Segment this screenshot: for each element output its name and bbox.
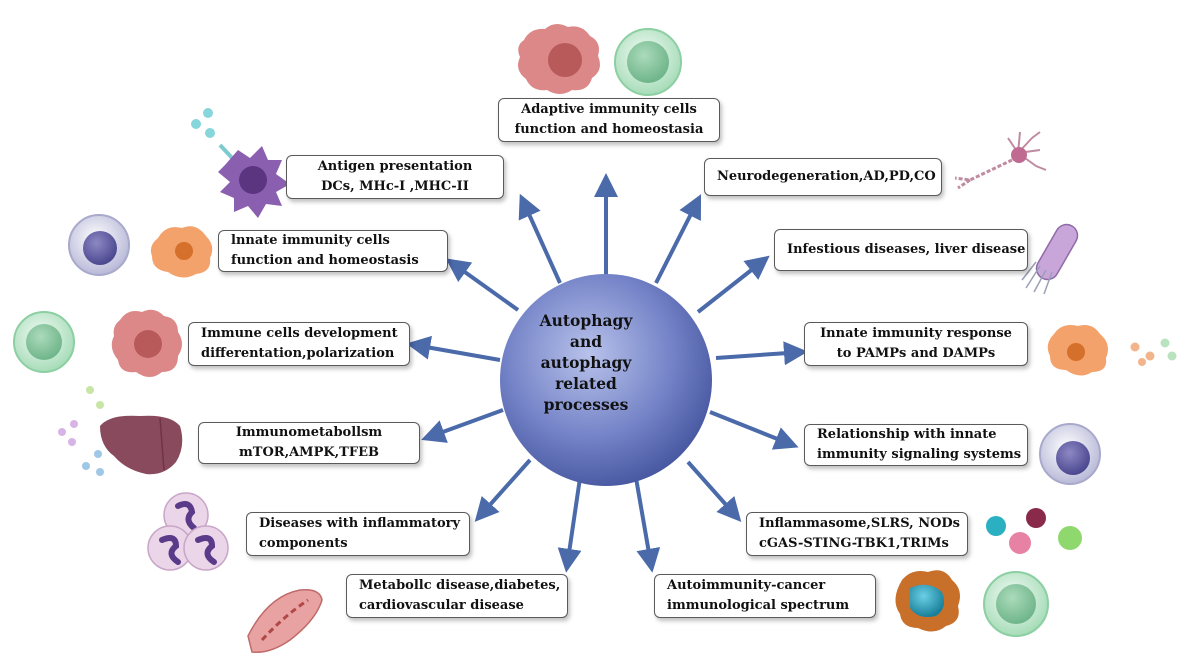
box-line: Inflammasome,SLRS, NODs: [759, 516, 960, 531]
molecule-balls-icon: [986, 508, 1082, 554]
box-line: to PAMPs and DAMPs: [836, 346, 996, 361]
box-line: Immunometabollsm: [235, 425, 383, 440]
box-line: Diseases with inflammatory: [259, 516, 461, 531]
box-line: Antigen presentation: [317, 159, 473, 174]
hub-line: Autophagy: [539, 311, 633, 330]
box-line: Relationship with innate: [817, 427, 997, 442]
cancer-cell-icon: [111, 309, 182, 377]
box-line: cardiovascular disease: [359, 598, 524, 613]
hub-line: autophagy: [540, 353, 632, 372]
box-line: differentation,polarization: [201, 346, 395, 361]
autoimmunity-cancer-box: Autoimmunity-cancer immunological spectr…: [654, 574, 876, 618]
arrow-development: [406, 335, 501, 362]
box-line: DCs, MHc-I ,MHC-II: [321, 179, 469, 194]
neurodegeneration-box: Neurodegeneration,AD,PD,CO: [704, 158, 942, 196]
blood-vessel-icon: [247, 588, 323, 653]
box-line: mTOR,AMPK,TFEB: [239, 445, 379, 460]
hub-line: and: [569, 332, 603, 351]
inflammasome-box: Inflammasome,SLRS, NODs cGAS-STING-TBK1,…: [746, 512, 968, 556]
immune-development-box: Immune cells development differentation,…: [188, 322, 410, 366]
arrow-signaling: [709, 410, 799, 450]
box-line: cGAS-STING-TBK1,TRIMs: [759, 536, 949, 551]
molecule-balls-icon: [1130, 338, 1177, 366]
box-line: Immune cells development: [201, 326, 398, 341]
monocyte-icon: [1039, 423, 1101, 485]
macrophage-icon: [150, 226, 213, 278]
hub-line: related: [555, 374, 617, 393]
arrow-inflammatory: [474, 458, 532, 522]
box-line: immunity signaling systems: [817, 447, 1022, 462]
innate-signaling-box: Relationship with innate immunity signal…: [804, 424, 1028, 466]
box-line: Adaptive immunity cells: [521, 102, 697, 117]
arrow-autoimmunity: [634, 477, 661, 573]
macrophage-icon: [1047, 325, 1108, 376]
adaptive-immunity-box: Adaptive immunity cells function and hom…: [498, 98, 720, 142]
box-line: Autoimmunity-cancer: [667, 578, 826, 593]
immunometabolism-box: Immunometabollsm mTOR,AMPK,TFEB: [198, 422, 420, 464]
molecule-balls-icon: [58, 386, 104, 476]
antigen-presentation-box: Antigen presentation DCs, MHc-I ,MHC-II: [286, 155, 504, 199]
innate-immunity-cells-box: lnnate immunity cells function and homeo…: [218, 230, 448, 272]
arrow-pamps: [715, 341, 808, 366]
lymphocyte-icon: [13, 311, 75, 373]
cancer-cell-icon: [518, 23, 600, 94]
autophagy-hub-label: Autophagy and autophagy related processe…: [486, 310, 686, 415]
pamps-damps-box: Innate immunity response to PAMPs and DA…: [804, 322, 1028, 366]
box-line: function and homeostasis: [231, 253, 419, 268]
box-line: Innate immunity response: [820, 326, 1012, 341]
monocyte-icon: [68, 214, 130, 276]
box-line: Metabollc disease,diabetes,: [359, 578, 561, 593]
neutrophil-icon: [147, 492, 229, 571]
box-line: Infestious diseases, liver disease: [787, 242, 1026, 257]
arrow-neuro: [654, 194, 702, 284]
box-line: lnnate immunity cells: [231, 233, 390, 248]
arrow-inflammasome: [686, 460, 742, 522]
box-line: immunological spectrum: [667, 598, 850, 613]
box-line: function and homeostasia: [514, 122, 704, 137]
arrow-innate-cells: [445, 258, 520, 312]
dendritic-cell-icon: [191, 108, 290, 218]
hub-line: processes: [543, 395, 629, 414]
metabolic-disease-box: Metabollc disease,diabetes, cardiovascul…: [346, 574, 568, 618]
lymphocyte-icon: [983, 571, 1049, 637]
autophagy-hub: [500, 274, 712, 486]
inflammatory-diseases-box: Diseases with inflammatory components: [246, 512, 470, 556]
arrow-antigen: [518, 193, 562, 284]
bacteria-icon: [1021, 223, 1079, 295]
box-line: Neurodegeneration,AD,PD,CO: [717, 169, 936, 184]
lymphocyte-icon: [614, 28, 682, 96]
box-line: components: [259, 536, 348, 551]
arrow-infectious: [696, 255, 770, 314]
liver-icon: [100, 415, 183, 475]
arrow-metabolic: [557, 477, 582, 573]
neuron-icon: [954, 131, 1047, 190]
arrow-immunometabolism: [421, 408, 504, 443]
infectious-diseases-box: Infestious diseases, liver disease: [774, 229, 1028, 271]
cancer-cell-icon: [895, 570, 960, 632]
